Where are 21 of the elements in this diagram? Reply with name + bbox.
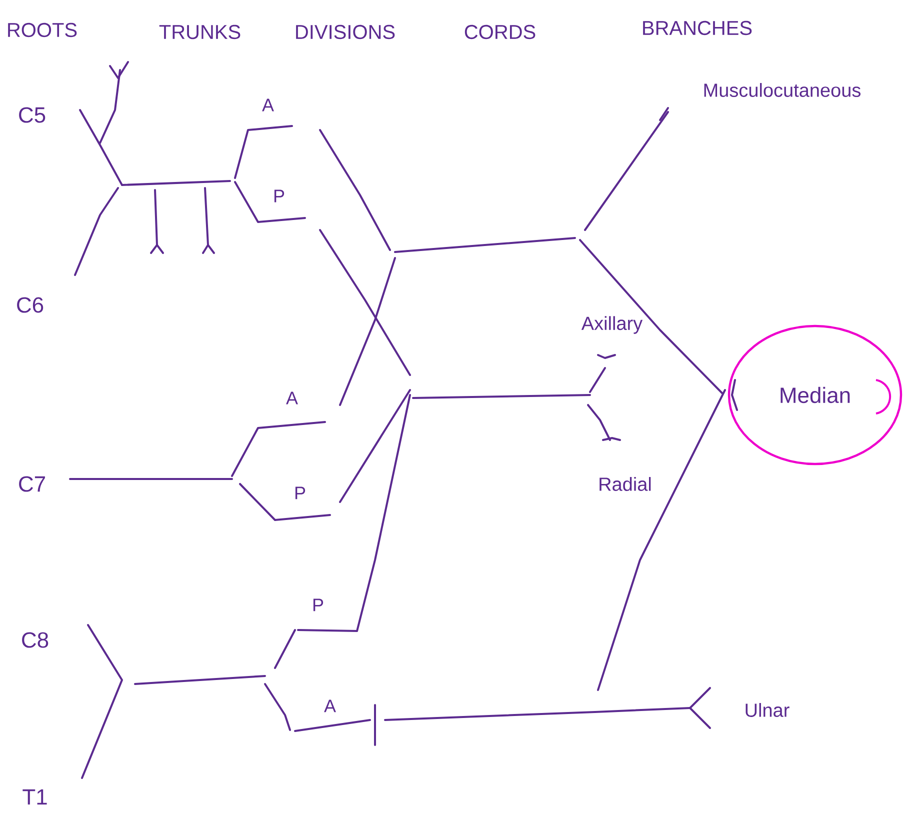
division-label: P bbox=[274, 190, 284, 202]
division-label: A bbox=[262, 98, 274, 112]
branch-label: Musculocutaneous bbox=[704, 83, 860, 97]
division-label: A bbox=[324, 700, 336, 712]
column-heading: DIVISIONS bbox=[296, 24, 395, 40]
column-heading: ROOTS bbox=[8, 22, 77, 38]
root-label: C5 bbox=[19, 107, 46, 123]
division-label: P bbox=[295, 486, 306, 500]
root-label: C7 bbox=[19, 476, 45, 492]
branch-label: Axillary bbox=[581, 316, 643, 334]
division-label: P bbox=[313, 598, 324, 612]
column-heading: TRUNKS bbox=[159, 24, 240, 40]
circled-branch: Median bbox=[728, 324, 902, 466]
root-label: C6 bbox=[17, 297, 44, 313]
division-label: A bbox=[286, 392, 298, 404]
branch-label: Ulnar bbox=[746, 703, 790, 717]
branch-label: Radial bbox=[600, 477, 651, 491]
column-heading: CORDS bbox=[464, 24, 536, 40]
column-heading: BRANCHES bbox=[643, 20, 752, 36]
root-label: C8 bbox=[22, 632, 48, 648]
root-label: T1 bbox=[22, 789, 47, 805]
